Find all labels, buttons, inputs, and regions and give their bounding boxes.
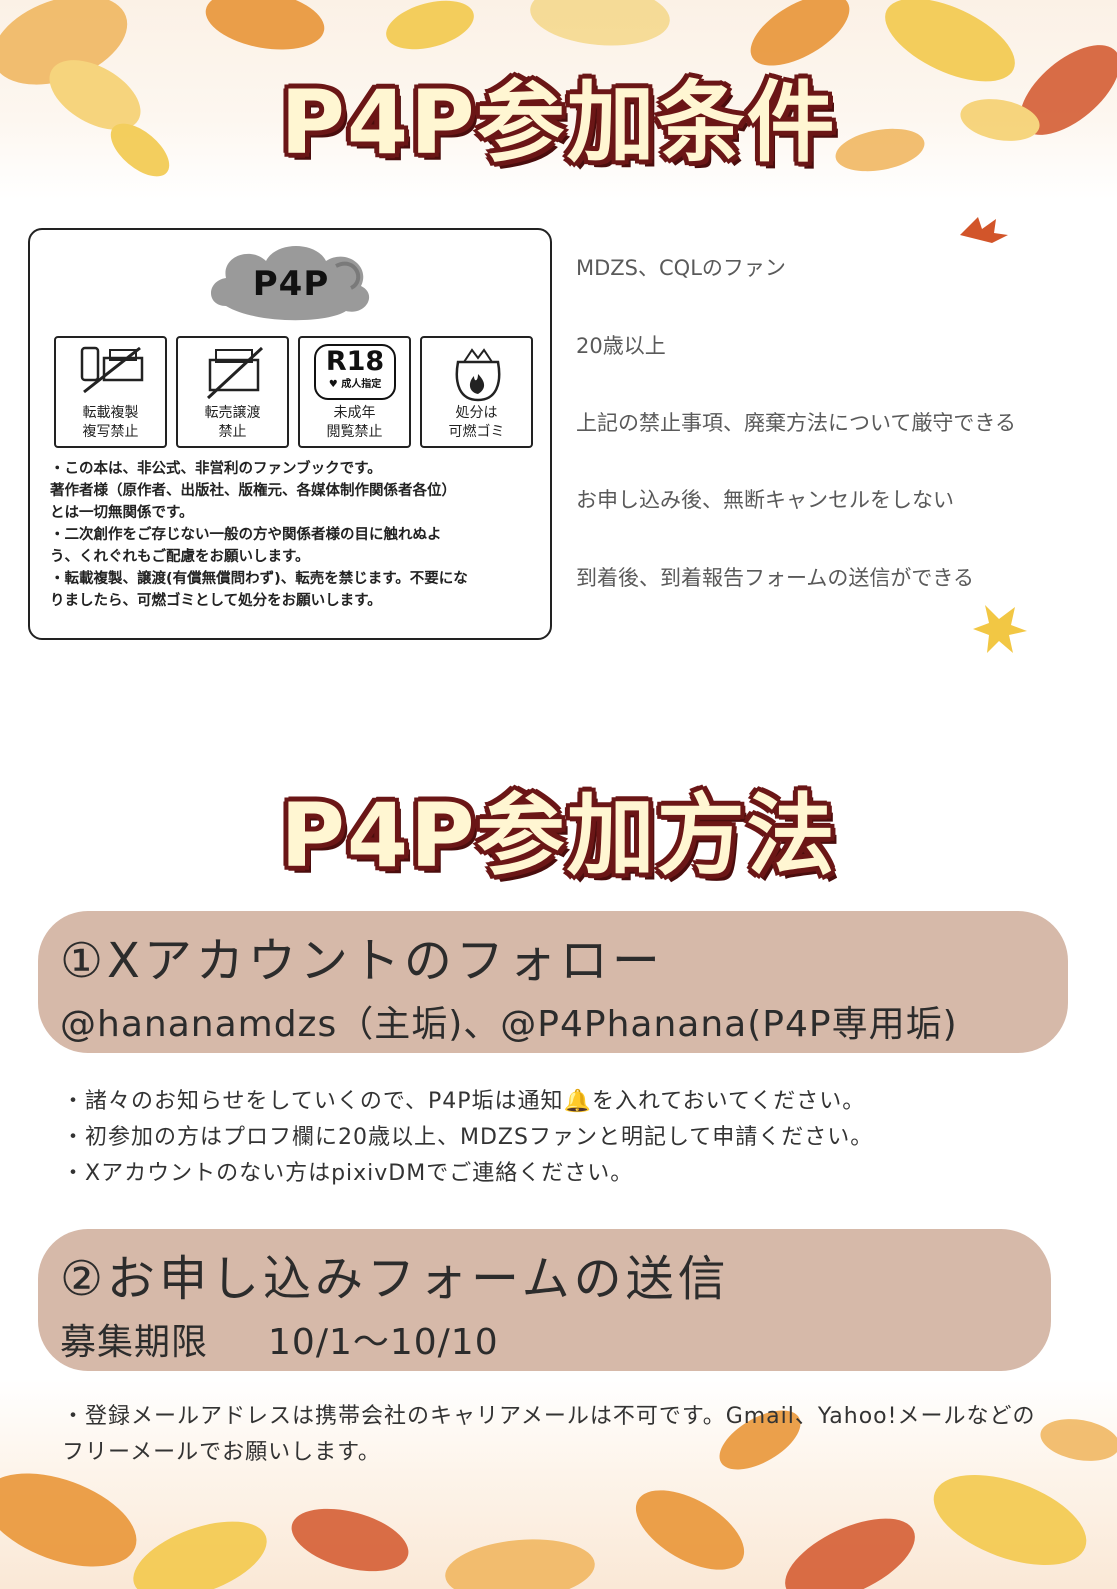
step1-pill: ①Xアカウントのフォロー @hananamdzs（主垢)、@P4Phanana(… — [38, 911, 1068, 1053]
condition-item: お申し込み後、無断キャンセルをしない — [576, 488, 954, 512]
step1-heading: ①Xアカウントのフォロー — [60, 933, 664, 989]
no-reprint-icon — [80, 346, 144, 394]
r18-box: R18 ♥ 成人指定 未成年 閲覧禁止 — [298, 336, 411, 448]
burnable-trash-box: 処分は 可燃ゴミ — [420, 336, 533, 448]
no-transfer-box: 転売譲渡 禁止 — [176, 336, 289, 448]
card-notes: ・この本は、非公式、非営利のファンブックです。 著作者様（原作者、出版社、版権元… — [50, 461, 468, 609]
icon-label: 未成年 閲覧禁止 — [326, 405, 383, 440]
step1-notes: ・諸々のお知らせをしていくので、P4P垢は通知🔔を入れておいてください。 ・初参… — [62, 1084, 873, 1192]
no-transfer-icon — [206, 346, 264, 400]
burnable-trash-icon — [455, 348, 501, 402]
icon-label: 処分は 可燃ゴミ — [448, 405, 505, 440]
note-line: ・Xアカウントのない方はpixivDMでご連絡ください。 — [62, 1161, 634, 1186]
p4p-cloud-logo: P4P — [206, 236, 376, 326]
step2-period: 募集期限 10/1〜10/10 — [60, 1313, 499, 1365]
condition-item: 20歳以上 — [576, 334, 666, 358]
notice-card: P4P 転載複製 複写禁止 転売譲渡 禁止 R18 ♥ 成人指定 未成年 閲覧禁… — [28, 228, 552, 640]
icon-label: 転売譲渡 禁止 — [204, 405, 261, 440]
note-line: ・諸々のお知らせをしていくので、P4P垢は通知🔔を入れておいてください。 — [62, 1089, 866, 1114]
period-label: 募集期限 — [60, 1322, 209, 1363]
icon-label: 転載複製 複写禁止 — [82, 405, 139, 440]
note-line: ・登録メールアドレスは携帯会社のキャリアメールは不可です。Gmail、Yahoo… — [62, 1404, 1036, 1465]
step2-notes: ・登録メールアドレスは携帯会社のキャリアメールは不可です。Gmail、Yahoo… — [62, 1399, 1052, 1471]
r18-icon: R18 ♥ 成人指定 — [314, 344, 396, 400]
note-line: ・初参加の方はプロフ欄に20歳以上、MDZSファンと明記して申請ください。 — [62, 1125, 874, 1150]
step1-accounts: @hananamdzs（主垢)、@P4Phanana(P4P専用垢) — [60, 1004, 958, 1045]
period-value: 10/1〜10/10 — [268, 1322, 499, 1363]
condition-item: MDZS、CQLのファン — [576, 256, 786, 280]
condition-item: 上記の禁止事項、廃棄方法について厳守できる — [576, 411, 1016, 435]
conditions-title: P4P参加条件 — [280, 71, 837, 174]
condition-item: 到着後、到着報告フォームの送信ができる — [576, 566, 974, 590]
logo-text: P4P — [252, 264, 330, 304]
no-reprint-box: 転載複製 複写禁止 — [54, 336, 167, 448]
step2-heading: ②お申し込みフォームの送信 — [60, 1251, 730, 1307]
method-title: P4P参加方法 — [280, 784, 837, 887]
step2-pill: ②お申し込みフォームの送信 募集期限 10/1〜10/10 — [38, 1229, 1051, 1371]
